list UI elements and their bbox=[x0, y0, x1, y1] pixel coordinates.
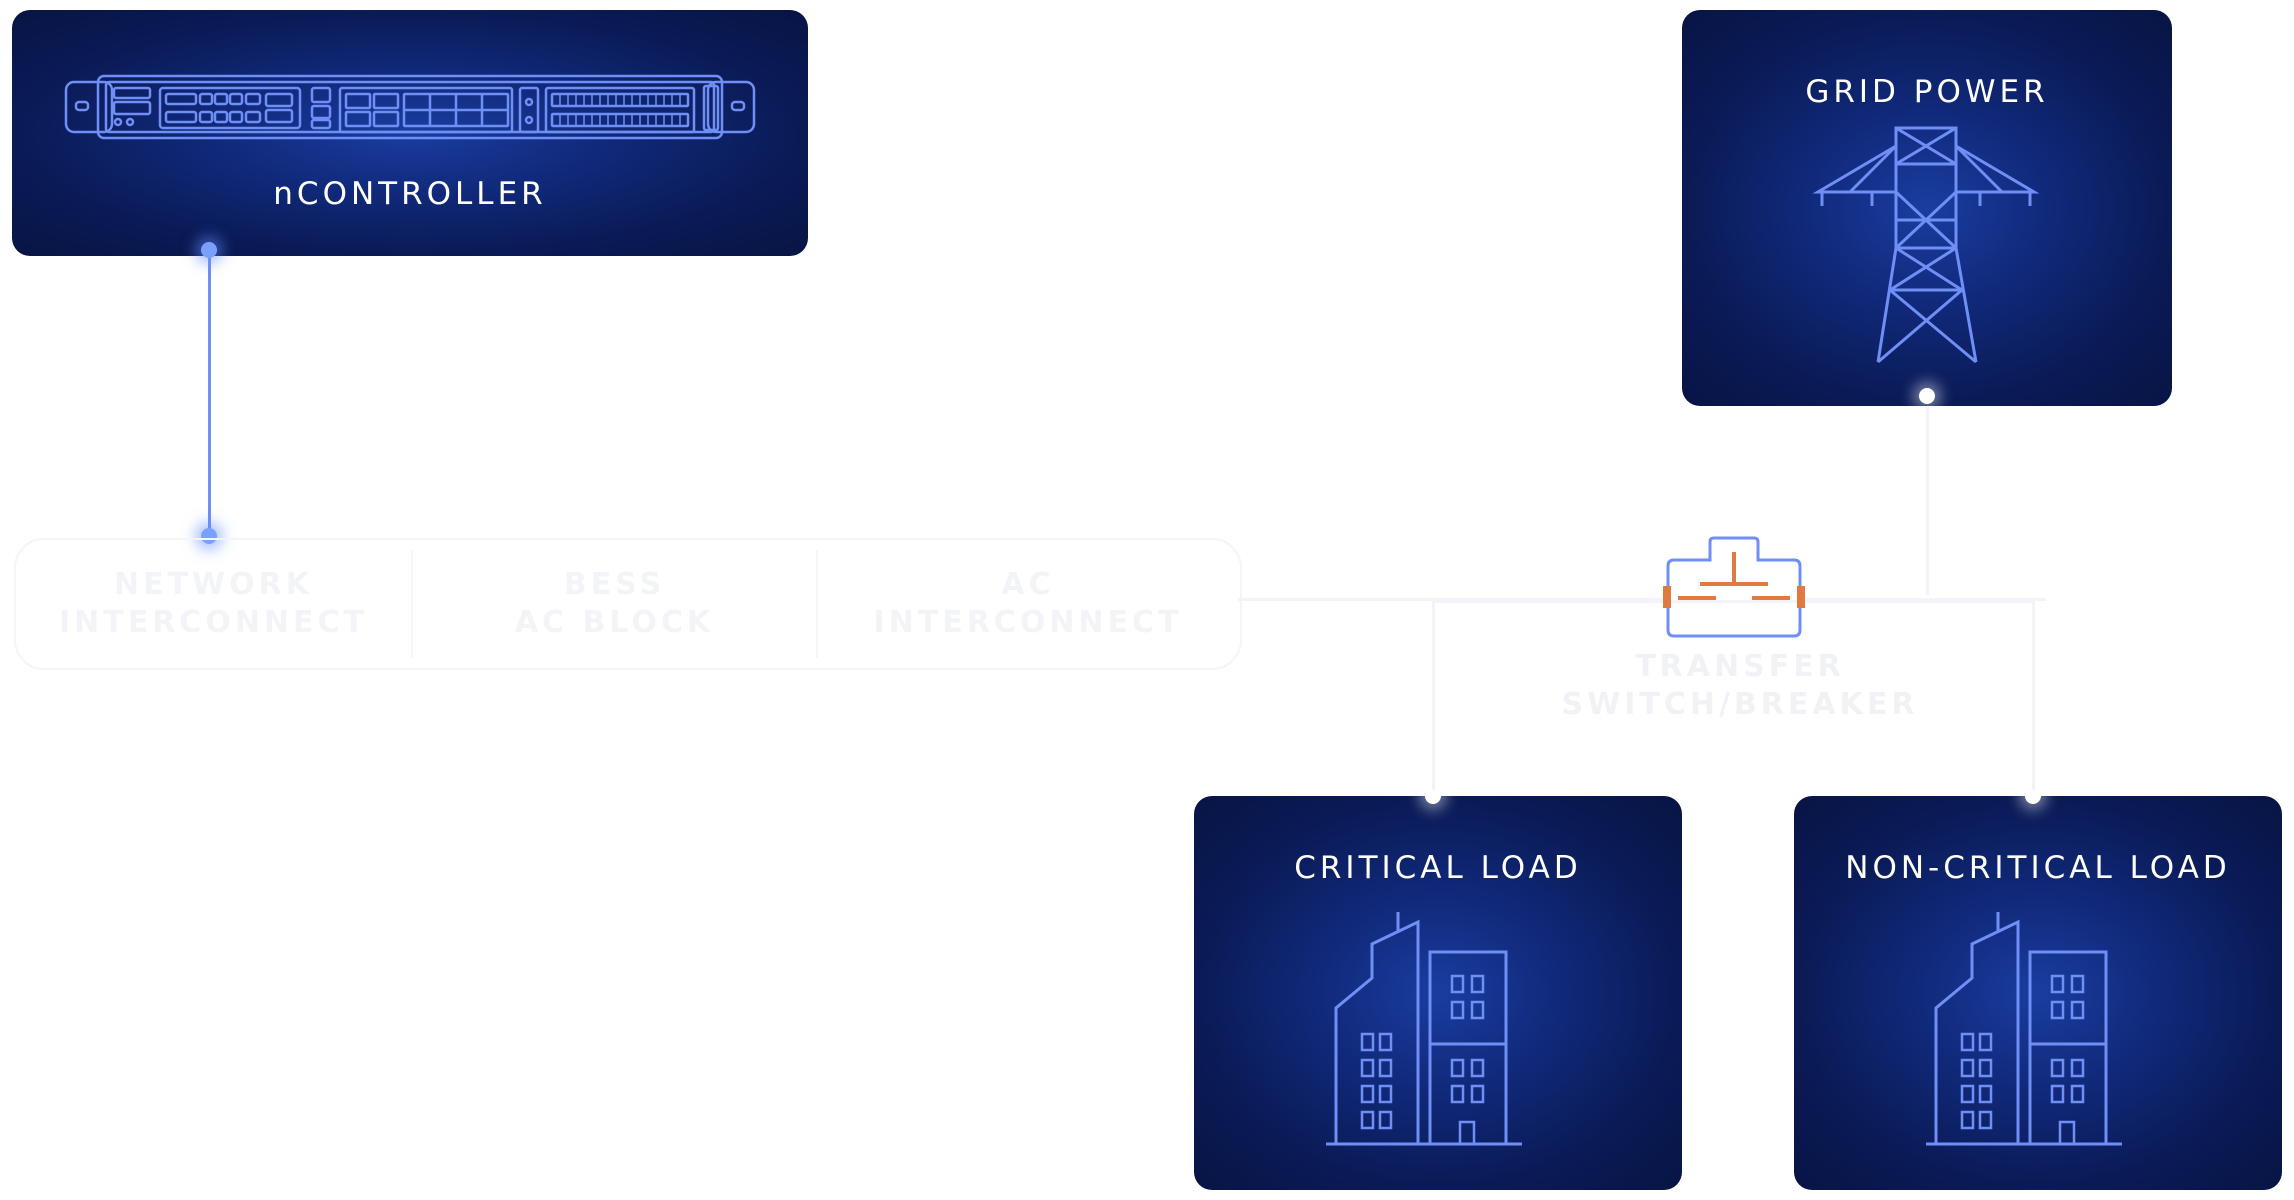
faded-wire-switch-to-grid bbox=[1806, 598, 2046, 601]
buildings-icon bbox=[1926, 912, 2122, 1146]
transmission-tower-icon bbox=[1812, 126, 2040, 364]
ncontroller-port-dot bbox=[201, 242, 217, 258]
ncontroller-connector-line bbox=[208, 250, 211, 535]
transfer-switch-line1: TRANSFER bbox=[1635, 649, 1845, 684]
transfer-switch-line2: SWITCH/BREAKER bbox=[1561, 687, 1919, 722]
ncontroller-card[interactable]: nCONTROLLER bbox=[12, 10, 808, 256]
faded-wire-bus-top bbox=[1432, 600, 2032, 603]
non-critical-load-title: NON-CRITICAL LOAD bbox=[1845, 850, 2231, 886]
transfer-switch-icon bbox=[1663, 536, 1805, 638]
bess-line2: AC BLOCK bbox=[514, 605, 715, 640]
buildings-icon bbox=[1326, 912, 1522, 1146]
ncontroller-title: nCONTROLLER bbox=[273, 176, 547, 212]
faded-wire-ac-to-switch bbox=[1238, 598, 1668, 601]
critical-load-title: CRITICAL LOAD bbox=[1294, 850, 1582, 886]
network-interconnect-port-dot bbox=[201, 528, 217, 544]
grid-power-card[interactable]: GRID POWER bbox=[1682, 10, 2172, 406]
transfer-switch-label: TRANSFER SWITCH/BREAKER bbox=[1520, 648, 1960, 724]
ac-interconnect-line1: AC bbox=[1001, 567, 1055, 602]
faded-divider bbox=[411, 550, 413, 658]
grid-power-port-dot bbox=[1919, 388, 1935, 404]
non-critical-load-port-dot bbox=[2025, 796, 2041, 804]
faded-wire-noncritical-drop bbox=[2032, 600, 2035, 790]
faded-divider bbox=[816, 550, 818, 658]
faded-wire-bus bbox=[1432, 600, 1435, 790]
critical-load-card[interactable]: CRITICAL LOAD bbox=[1194, 796, 1682, 1190]
critical-load-port-dot bbox=[1425, 796, 1441, 804]
ac-interconnect-line2: INTERCONNECT bbox=[873, 605, 1183, 640]
bess-line1: BESS bbox=[563, 567, 666, 602]
rack-server-icon bbox=[64, 74, 756, 140]
network-interconnect-line2: INTERCONNECT bbox=[58, 605, 369, 640]
grid-power-title: GRID POWER bbox=[1805, 74, 2049, 110]
network-interconnect-line1: NETWORK bbox=[113, 567, 313, 602]
faded-wire-grid-drop bbox=[1926, 405, 1929, 595]
non-critical-load-card[interactable]: NON-CRITICAL LOAD bbox=[1794, 796, 2282, 1190]
